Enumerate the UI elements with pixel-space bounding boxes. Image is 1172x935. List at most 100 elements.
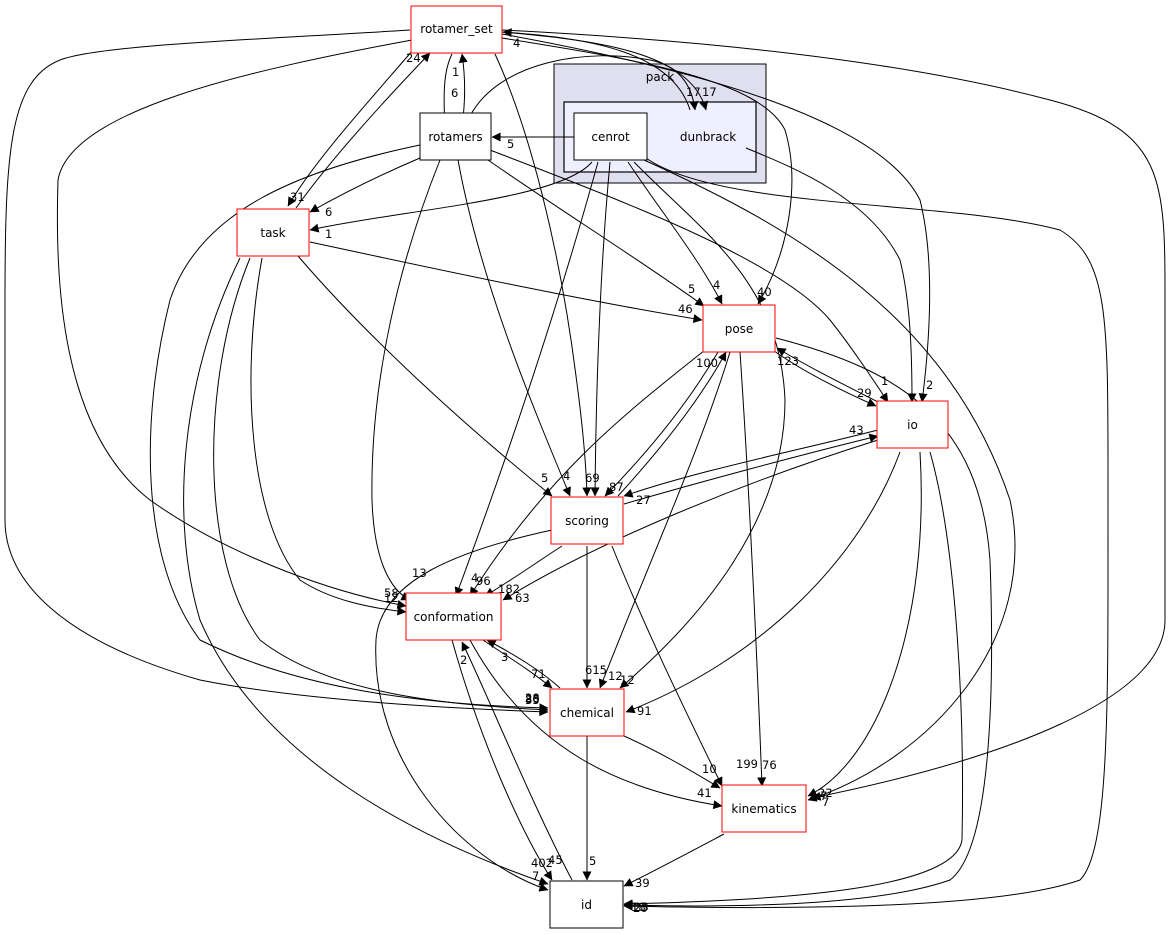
label-conf-chem: 71 <box>531 667 546 681</box>
edge-rotamer_set-chemical[interactable] <box>4 29 549 717</box>
node-cenrot[interactable]: cenrot <box>573 112 648 161</box>
edge-rotamers-conformation[interactable] <box>371 159 441 601</box>
edge-conformation-kinematics[interactable] <box>469 639 723 810</box>
label-io-conf: 63 <box>515 591 530 605</box>
edge-rotamer_set-task[interactable] <box>287 49 414 207</box>
label-rot-chem: 80 <box>525 692 540 706</box>
label-pose-chem: 12 <box>608 669 623 683</box>
edge-rotamers-task[interactable] <box>309 157 421 213</box>
edge-task-id[interactable] <box>183 257 549 886</box>
label-io-pose: 123 <box>777 354 799 368</box>
edge-scoring-conformation[interactable] <box>484 545 563 597</box>
edge-io-chemical[interactable] <box>625 451 901 714</box>
label-rot-scoring: 4 <box>563 469 570 483</box>
edge-cenrot-scoring[interactable] <box>590 161 611 497</box>
edge-io-pose[interactable] <box>776 347 879 403</box>
label-rs-kin: 7 <box>822 795 829 809</box>
node-rotamer_set[interactable]: rotamer_set <box>410 5 503 54</box>
label-rs-rot: 6 <box>451 86 458 100</box>
edge-cenrot-id[interactable] <box>623 157 1109 911</box>
label-scoring-io: 27 <box>636 493 651 507</box>
edge-task-conformation[interactable] <box>250 257 407 616</box>
edge-scoring-id[interactable] <box>375 529 553 892</box>
edge-cenrot-conformation[interactable] <box>454 161 599 597</box>
edge-task-chemical[interactable] <box>213 257 549 715</box>
edge-io-id[interactable] <box>623 451 964 909</box>
node-rotamers[interactable]: rotamers <box>419 112 492 161</box>
node-kinematics[interactable]: kinematics <box>721 784 807 833</box>
edge-cenrot-task[interactable] <box>309 161 593 233</box>
edge-rotamers-io[interactable] <box>489 149 889 403</box>
label-chem-id: 5 <box>589 854 596 868</box>
label-pose-conf: 4 <box>471 571 478 585</box>
label-task-scoring: 5 <box>541 471 548 485</box>
label-kin-id: 39 <box>635 876 650 890</box>
edge-rotamer_set-pose[interactable] <box>501 37 793 305</box>
label-pose-scoring: 87 <box>609 480 624 494</box>
node-scoring-label: scoring <box>565 514 609 528</box>
edge-conformation-id[interactable] <box>451 639 553 881</box>
edges <box>4 28 1166 911</box>
edge-pose-conformation[interactable] <box>469 349 706 597</box>
node-cenrot-label: cenrot <box>591 130 630 144</box>
node-dunbrack[interactable]: dunbrack <box>680 130 736 144</box>
node-conformation[interactable]: conformation <box>405 592 502 641</box>
edge-io-kinematics[interactable] <box>807 451 922 797</box>
edge-chemical-conformation[interactable] <box>486 639 561 689</box>
edge-rotamers-scoring[interactable] <box>457 159 571 497</box>
label-rs-dun: 17 <box>702 85 717 99</box>
edge-io-conformation[interactable] <box>502 439 879 601</box>
edge-scoring-kinematics[interactable] <box>611 545 723 787</box>
label-rs-conf: 58 <box>384 586 399 600</box>
edge-task-pose[interactable] <box>309 241 703 324</box>
node-io-label: io <box>907 418 918 432</box>
label-cen-task: 1 <box>325 227 332 241</box>
node-id[interactable]: id <box>549 880 624 929</box>
label-rot-task: 6 <box>325 205 332 219</box>
node-dunbrack-label: dunbrack <box>680 130 736 144</box>
node-task[interactable]: task <box>236 208 310 257</box>
node-chemical[interactable]: chemical <box>549 688 625 737</box>
node-kinematics-label: kinematics <box>731 802 796 816</box>
label-rs-scoring: 4 <box>513 36 520 50</box>
edge-cenrot-pose[interactable] <box>627 161 723 305</box>
edge-rotamer_set-kinematics[interactable] <box>501 29 1166 801</box>
edge-scoring-io[interactable] <box>623 433 879 505</box>
label-rot-conf: 13 <box>412 566 427 580</box>
label-task-pose: 46 <box>678 302 693 316</box>
label-pose-io: 29 <box>857 386 872 400</box>
edge-pose-chemical[interactable] <box>598 351 731 689</box>
edge-labels: 17 17 4 6 1 24 31 6 5 1 46 5 4 40 29 123… <box>290 36 933 915</box>
edge-kinematics-id[interactable] <box>623 833 725 887</box>
edge-dunbrack-io[interactable] <box>745 147 917 403</box>
node-pose-label: pose <box>725 322 754 336</box>
edge-rotamer_set-scoring[interactable] <box>494 53 592 497</box>
label-scoring-id: 7 <box>532 869 539 883</box>
node-io[interactable]: io <box>876 400 949 449</box>
edge-scoring-pose[interactable] <box>617 351 727 497</box>
edge-rotamers-dunbrack[interactable] <box>469 55 699 117</box>
edge-rotamer_set-io[interactable] <box>501 33 931 403</box>
label-cen-kin: 7 <box>820 789 827 803</box>
label-pose-kin: 76 <box>762 758 777 772</box>
edge-dunbrack-rotamer_set[interactable] <box>502 28 691 111</box>
edge-pose-kinematics[interactable] <box>739 351 767 787</box>
edge-pose-scoring[interactable] <box>604 351 719 497</box>
label-rs-chem: 28 <box>525 691 540 705</box>
label-id-conf: 2 <box>460 653 467 667</box>
edge-chemical-kinematics[interactable] <box>623 735 721 789</box>
nodes: rotamer_set rotamers cenrot dunbrack tas… <box>236 5 949 929</box>
edge-task-scoring[interactable] <box>297 255 553 497</box>
edge-rotamers-chemical[interactable] <box>149 144 549 713</box>
edge-task-rotamer_set[interactable] <box>295 52 431 209</box>
edge-cenrot-kinematics[interactable] <box>643 159 1016 802</box>
edge-rotamer_set-conformation[interactable] <box>56 39 413 609</box>
node-pose[interactable]: pose <box>702 304 776 353</box>
label-chem-conf: 3 <box>501 650 508 664</box>
edge-io-scoring[interactable] <box>623 429 879 498</box>
edge-id-conformation[interactable] <box>461 641 573 881</box>
label-task-rs: 24 <box>406 51 421 65</box>
node-scoring[interactable]: scoring <box>550 496 624 545</box>
edge-cenrot-chemical[interactable] <box>619 161 786 689</box>
edge-rotamers-pose[interactable] <box>487 159 705 307</box>
